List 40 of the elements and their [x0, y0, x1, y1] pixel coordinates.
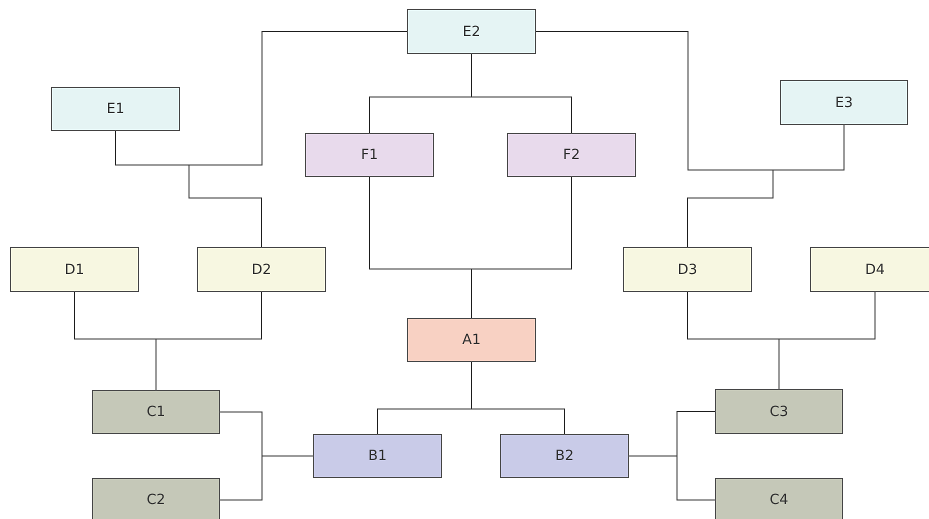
node-label: A1: [462, 332, 481, 348]
process-box: [715, 389, 843, 434]
process-box: [810, 247, 929, 292]
connector-line: [471, 362, 565, 434]
connector-line: [628, 456, 716, 500]
process-box: [780, 80, 908, 125]
node-label: D3: [678, 262, 698, 278]
process-box: [407, 318, 536, 362]
node-label: E3: [835, 94, 853, 110]
process-box: [92, 390, 220, 434]
process-box: [623, 247, 752, 292]
process-box: [10, 247, 139, 292]
node-label: C2: [146, 492, 166, 508]
process-box: [407, 9, 536, 54]
process-box: [92, 478, 220, 519]
process-box: [313, 434, 442, 478]
node-label: F2: [563, 147, 580, 163]
node-label: B1: [368, 448, 387, 464]
connector-line: [778, 292, 876, 390]
connector-line: [220, 456, 314, 500]
node-label: D1: [64, 262, 84, 278]
node-label: C4: [770, 492, 788, 508]
node-label: F1: [361, 147, 378, 163]
node-label: B2: [555, 448, 574, 464]
node-label: E1: [106, 101, 124, 117]
node-label: D2: [252, 262, 272, 278]
process-box: [305, 133, 434, 177]
connector-line: [471, 54, 572, 134]
node-label: C3: [770, 404, 788, 420]
connector-line: [471, 176, 572, 318]
connector-line: [156, 292, 262, 390]
process-box: [507, 133, 636, 177]
process-box: [715, 478, 843, 519]
process-box: [51, 87, 180, 131]
process-box: [500, 434, 629, 478]
process-box: [197, 247, 326, 292]
node-label: C1: [146, 404, 166, 420]
node-label: E2: [462, 24, 480, 40]
connector-line: [687, 124, 844, 248]
node-label: D4: [865, 262, 885, 278]
